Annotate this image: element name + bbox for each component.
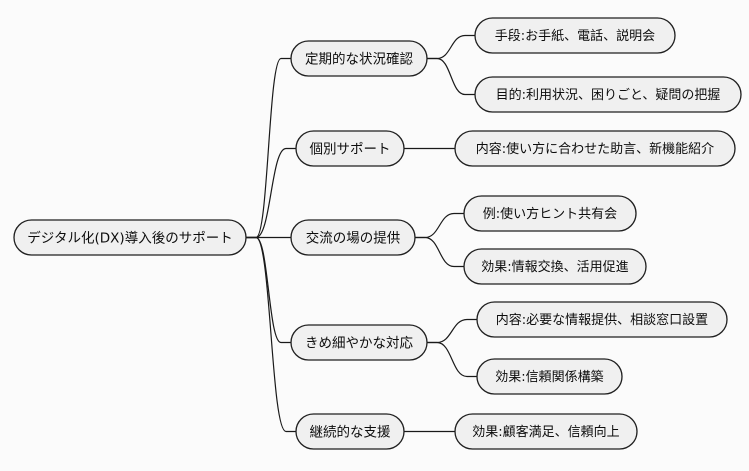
leaf-node-0-1[interactable]: 目的:利用状況、困りごと、疑問の把握 (474, 76, 742, 113)
leaf-node-0-0[interactable]: 手段:お手紙、電話、説明会 (474, 17, 676, 54)
branch-node-1[interactable]: 個別サポート (295, 130, 405, 167)
leaf-node-1-0-label: 内容:使い方に合わせた助言、新機能紹介 (476, 141, 714, 157)
leaf-node-4-0[interactable]: 効果:顧客満足、信頼向上 (454, 413, 638, 450)
node-layer: デジタル化(DX)導入後のサポート 定期的な状況確認 手段:お手紙、電話、説明会目的… (13, 17, 742, 450)
leaf-node-2-1-label: 効果:情報交換、活用促進 (481, 259, 628, 275)
edge-branch-0-to-leaf-0 (427, 34, 475, 60)
leaf-node-2-0-shape (463, 195, 637, 232)
leaf-node-4-0-label: 効果:顧客満足、信頼向上 (472, 424, 619, 440)
root-node-label: デジタル化(DX)導入後のサポート (27, 230, 232, 247)
leaf-node-1-0[interactable]: 内容:使い方に合わせた助言、新機能紹介 (454, 130, 736, 167)
leaf-node-0-0-label: 手段:お手紙、電話、説明会 (495, 28, 655, 44)
leaf-node-0-0-shape (474, 17, 676, 54)
edge-root-to-branch-1 (246, 147, 296, 239)
leaf-node-3-0[interactable]: 内容:必要な情報提供、相談窓口設置 (476, 301, 728, 338)
edge-branch-2-to-leaf-1 (415, 236, 464, 268)
branch-node-4-shape (295, 413, 405, 450)
edge-root-to-branch-3 (246, 236, 291, 344)
edge-branch-3-to-leaf-1 (427, 341, 477, 378)
leaf-node-1-0-shape (454, 130, 736, 167)
leaf-node-2-1-shape (463, 248, 647, 285)
branch-node-0-label: 定期的な状況確認 (305, 52, 413, 68)
branch-node-3[interactable]: きめ細やかな対応 (290, 324, 428, 361)
edge-branch-0-to-leaf-1 (427, 57, 475, 96)
branch-node-2-label: 交流の場の提供 (306, 230, 401, 247)
leaf-node-3-1[interactable]: 効果:信頼関係構築 (476, 358, 623, 395)
branch-node-1-shape (295, 130, 405, 167)
edge-root-to-branch-0 (246, 57, 291, 239)
leaf-node-3-1-shape (476, 358, 623, 395)
edge-branch-3-to-leaf-0 (427, 318, 477, 344)
edge-root-to-branch-4 (246, 236, 296, 433)
branch-node-1-label: 個別サポート (310, 142, 391, 158)
leaf-node-0-1-shape (474, 76, 742, 113)
branch-node-3-label: きめ細やかな対応 (305, 336, 413, 352)
leaf-node-0-1-label: 目的:利用状況、困りごと、疑問の把握 (496, 87, 721, 103)
edge-branch-2-to-leaf-0 (415, 212, 464, 239)
leaf-node-3-1-label: 効果:信頼関係構築 (495, 370, 603, 385)
branch-node-0[interactable]: 定期的な状況確認 (290, 40, 428, 77)
leaf-node-3-0-label: 内容:必要な情報提供、相談窓口設置 (496, 312, 708, 328)
leaf-node-3-0-shape (476, 301, 728, 338)
edge-layer (246, 34, 477, 433)
branch-node-2-shape (290, 219, 416, 256)
branch-node-2[interactable]: 交流の場の提供 (290, 219, 416, 256)
leaf-node-2-0-label: 例:使い方ヒント共有会 (483, 206, 617, 222)
branch-node-0-shape (290, 40, 428, 77)
leaf-node-2-1[interactable]: 効果:情報交換、活用促進 (463, 248, 647, 285)
leaf-node-4-0-shape (454, 413, 638, 450)
branch-node-3-shape (290, 324, 428, 361)
root-node-shape (13, 219, 247, 256)
leaf-node-2-0[interactable]: 例:使い方ヒント共有会 (463, 195, 637, 232)
branch-node-4[interactable]: 継続的な支援 (295, 413, 405, 450)
branch-node-4-label: 継続的な支援 (310, 425, 391, 441)
root-node[interactable]: デジタル化(DX)導入後のサポート (13, 219, 247, 256)
